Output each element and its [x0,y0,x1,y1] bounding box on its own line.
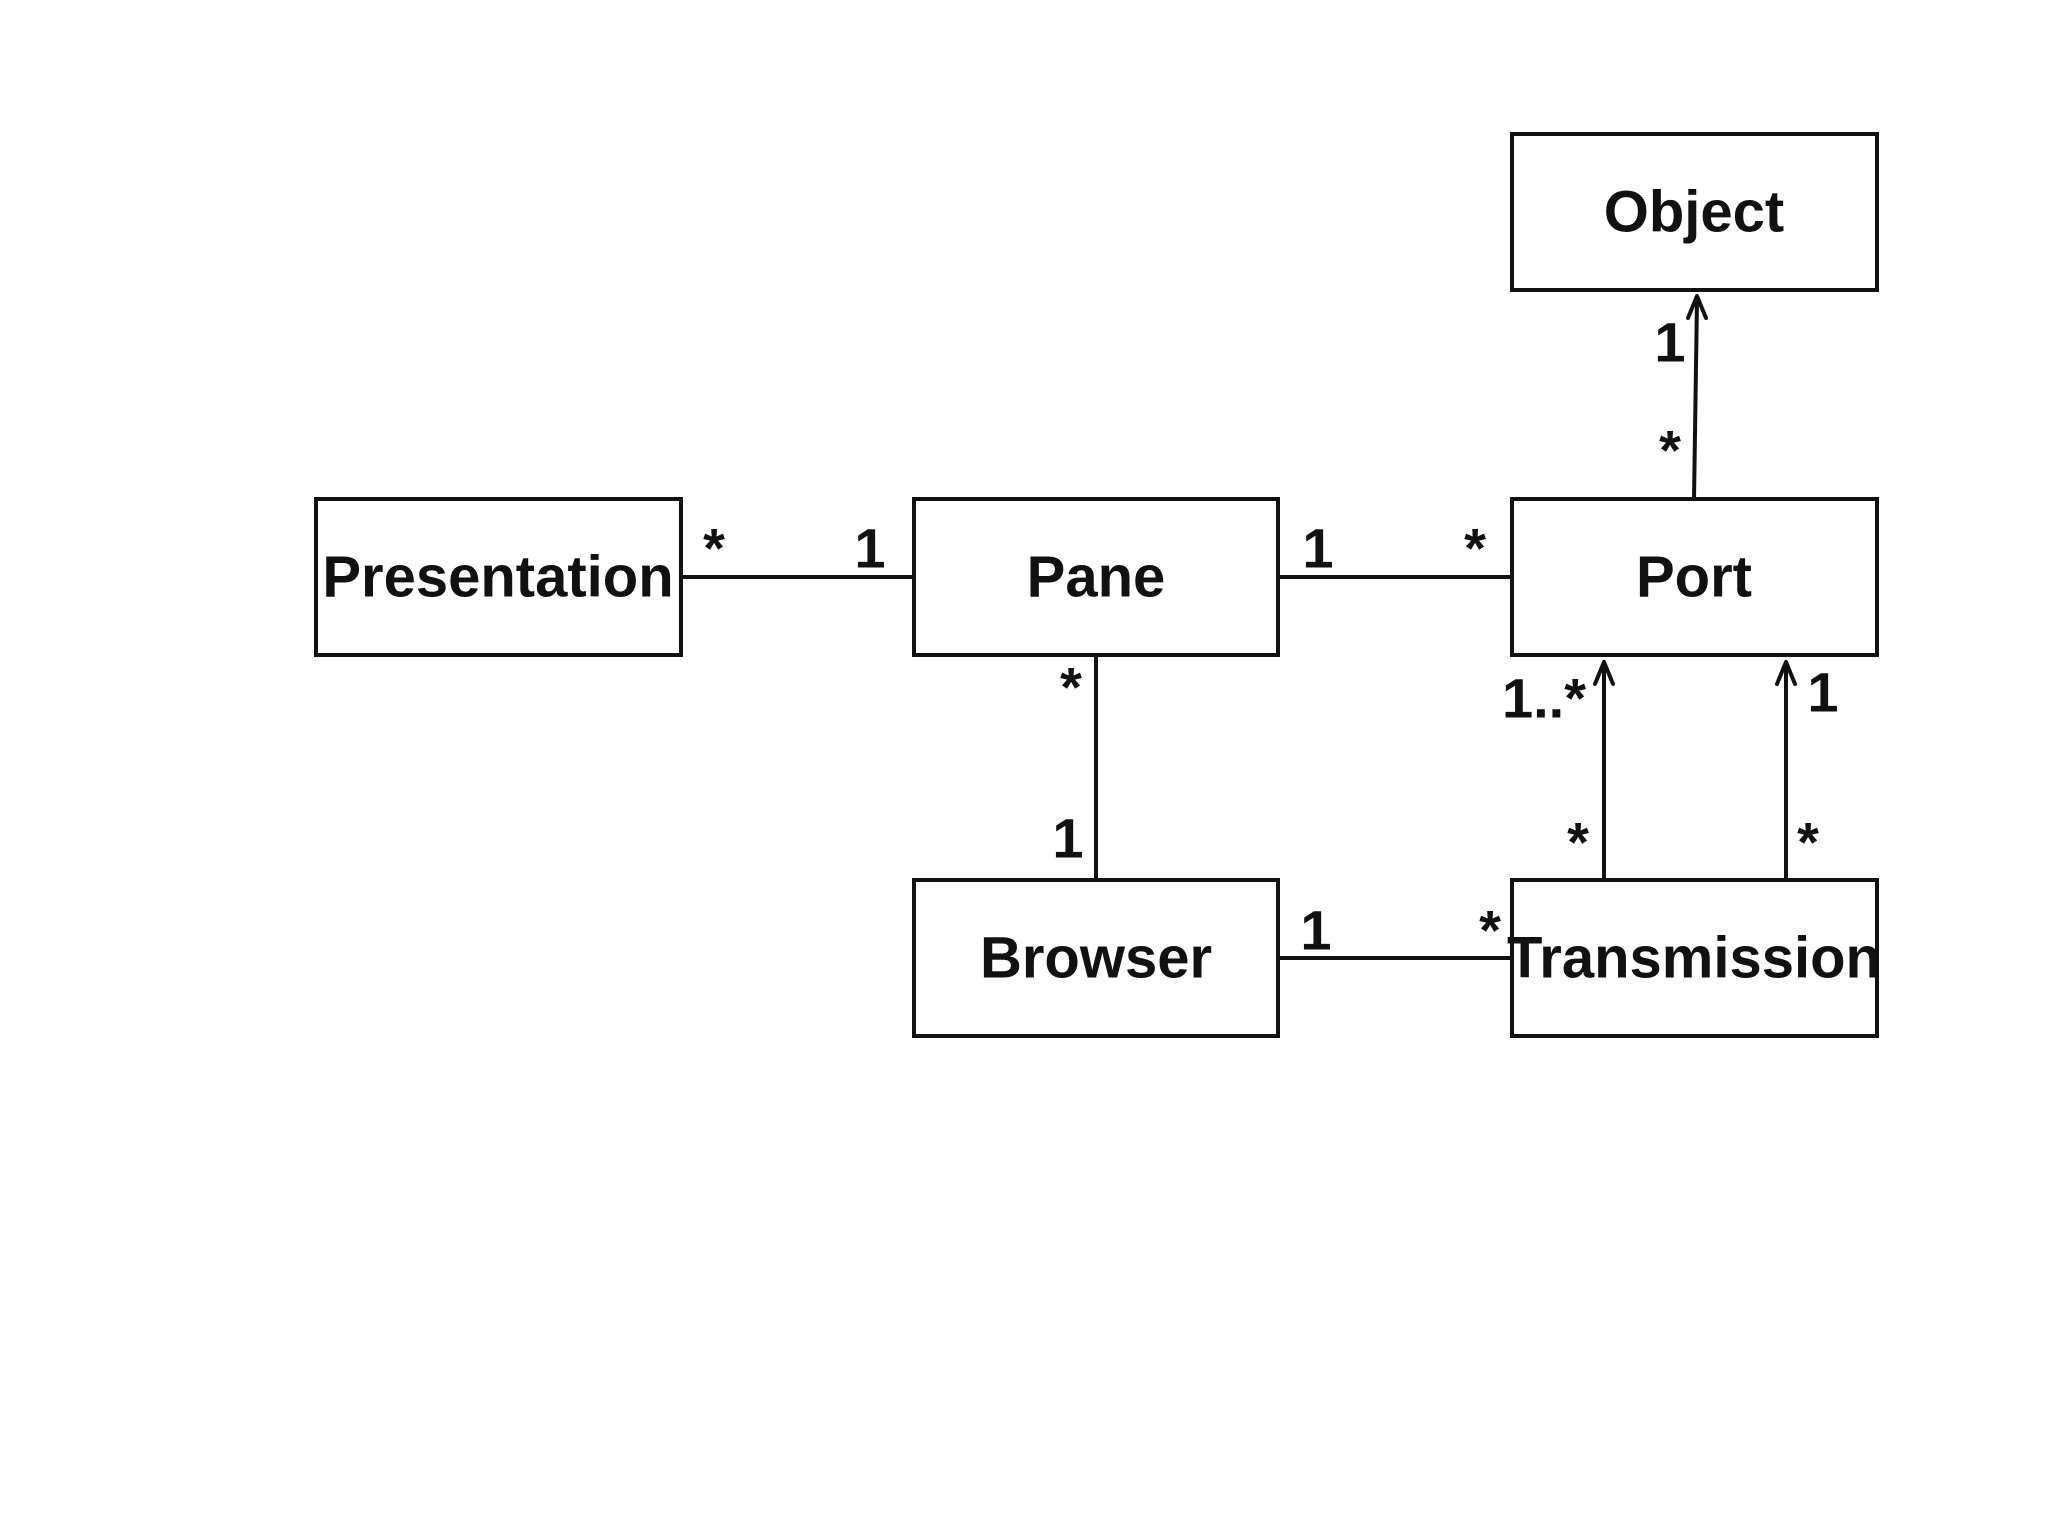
class-object-label: Object [1604,180,1785,245]
edge-port-object [1692,299,1699,501]
mult-presentation-pane-pane-end: 1 [854,517,885,580]
arrowhead-object-icon [1686,294,1708,320]
mult-browser-transmission-browser-end: 1 [1300,899,1331,962]
class-transmission: Transmission [1507,878,1881,1038]
class-browser: Browser [912,878,1280,1038]
class-transmission-label: Transmission [1507,926,1881,991]
mult-pane-port-pane-end: 1 [1302,517,1333,580]
mult-transmission-port-b-port-end: 1 [1807,661,1838,724]
class-pane-label: Pane [1027,545,1166,610]
class-port: Port [1510,497,1879,657]
arrowhead-port-a-icon [1593,660,1615,686]
mult-pane-port-port-end: * [1464,517,1486,580]
class-pane: Pane [912,497,1280,657]
mult-transmission-port-a-transmission-end: * [1567,811,1589,874]
class-browser-label: Browser [980,926,1212,991]
class-port-label: Port [1636,545,1752,610]
mult-port-object-object-end: 1 [1654,311,1685,374]
mult-transmission-port-a-port-end: 1..* [1502,667,1586,730]
mult-browser-transmission-transmission-end: * [1479,899,1501,962]
class-presentation-label: Presentation [322,545,673,610]
mult-port-object-port-end: * [1659,419,1681,482]
mult-pane-browser-pane-end: * [1060,656,1082,719]
mult-pane-browser-browser-end: 1 [1052,807,1083,870]
mult-presentation-pane-presentation-end: * [703,517,725,580]
class-object: Object [1510,132,1879,292]
mult-transmission-port-b-transmission-end: * [1797,811,1819,874]
arrowhead-port-b-icon [1775,660,1797,686]
class-presentation: Presentation [314,497,683,657]
